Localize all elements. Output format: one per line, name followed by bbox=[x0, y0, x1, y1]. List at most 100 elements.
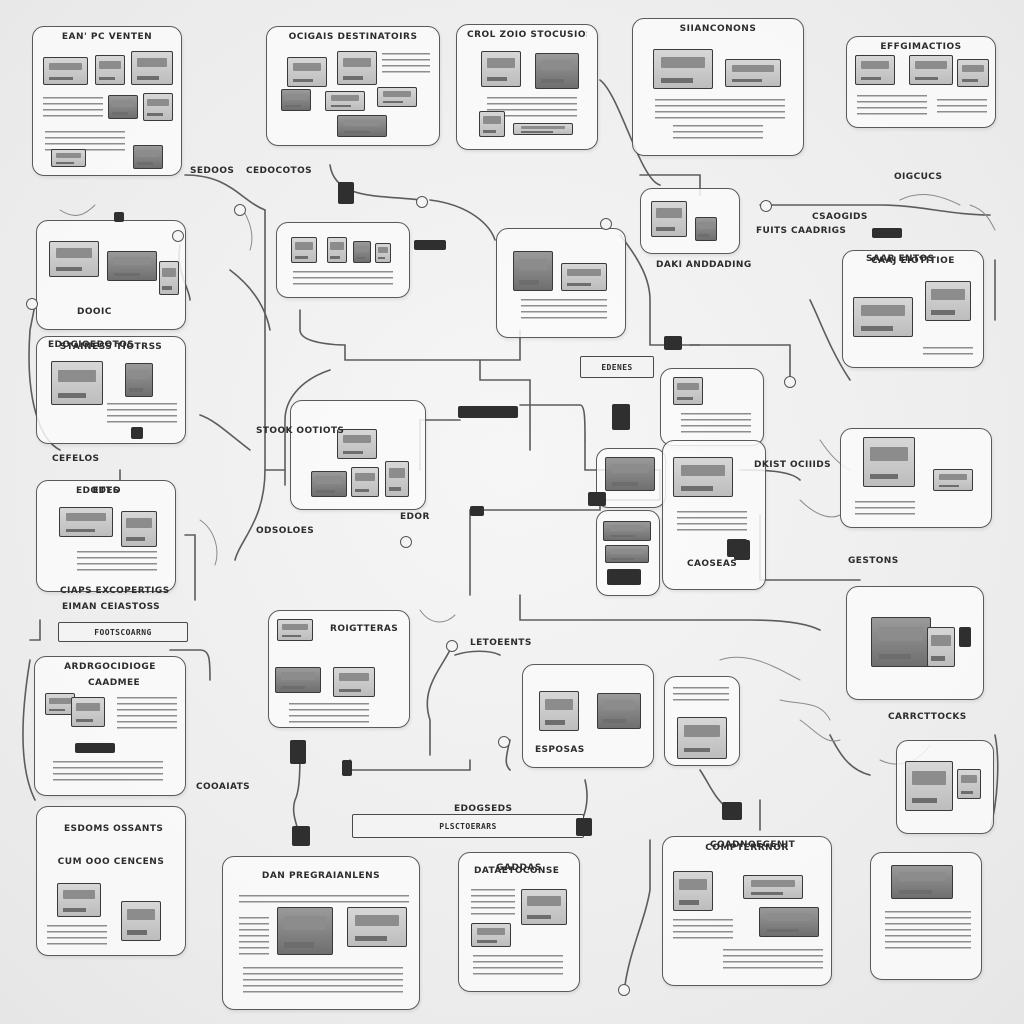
connector-node bbox=[600, 218, 612, 230]
screen-thumbnail bbox=[351, 467, 379, 497]
panel-center-2 bbox=[496, 228, 626, 338]
screen-thumbnail bbox=[108, 95, 138, 119]
label-bar: FOOTSCOARNG bbox=[58, 622, 188, 642]
panel-bottom-4: COMPTERRNOR bbox=[662, 836, 832, 986]
screen-thumbnail bbox=[673, 377, 703, 405]
screen-thumbnail bbox=[107, 251, 157, 281]
screen-thumbnail bbox=[909, 55, 953, 85]
panel-title: OCIGAIS DESTINATOIRS bbox=[288, 32, 418, 42]
panel-left-3: STAINESS TIOTRSS bbox=[36, 336, 186, 444]
text-lines bbox=[521, 299, 607, 323]
caption-label: EDODEO bbox=[76, 486, 121, 496]
connector-node bbox=[26, 298, 38, 310]
label-bar: PLSCTOERARS bbox=[352, 814, 584, 838]
caption-label: STOOK OOTIOTS bbox=[256, 426, 345, 436]
text-lines bbox=[885, 911, 971, 951]
screen-thumbnail bbox=[481, 51, 521, 87]
connector-node bbox=[784, 376, 796, 388]
panel-title: CUM OOO CENCENS bbox=[57, 857, 165, 867]
screen-thumbnail bbox=[695, 217, 717, 241]
screen-thumbnail bbox=[121, 511, 157, 547]
screen-thumbnail bbox=[653, 49, 713, 89]
panel-bottom-1: CUM OOO CENCENS bbox=[36, 806, 186, 956]
caption-label: CEDOCOTOS bbox=[246, 166, 313, 176]
connector-block bbox=[342, 760, 352, 776]
caption-label: GESTONS bbox=[848, 556, 899, 566]
connector-block bbox=[114, 212, 124, 222]
screen-thumbnail bbox=[605, 545, 649, 563]
bar-label: EDENES bbox=[601, 363, 633, 372]
caption-label: CAADMEE bbox=[88, 678, 141, 688]
text-lines bbox=[655, 99, 785, 119]
text-lines bbox=[937, 99, 987, 117]
caption-label: ESDOMS OSSANTS bbox=[64, 824, 164, 834]
connector-block bbox=[734, 540, 750, 560]
panel-center-10: ESPOSAS bbox=[522, 664, 654, 768]
panel-center-7: CAOSEAS bbox=[662, 440, 766, 590]
screen-thumbnail bbox=[513, 251, 553, 291]
screen-thumbnail bbox=[597, 693, 641, 729]
screen-thumbnail bbox=[673, 457, 733, 497]
screen-thumbnail bbox=[521, 889, 567, 925]
screen-thumbnail bbox=[121, 901, 161, 941]
screen-thumbnail bbox=[535, 53, 579, 89]
panel-title: SIIANCONONS bbox=[679, 24, 757, 34]
connector-node bbox=[446, 640, 458, 652]
caption-label: CIAPS EXCOPERTIGS bbox=[60, 586, 170, 596]
panel-top-3: CROL ZOIO STOCUSIOS bbox=[456, 24, 598, 150]
caption-label: EIMAN CEIASTOSS bbox=[62, 602, 160, 612]
panel-title: ARDRGOCIDIOGE bbox=[64, 662, 156, 672]
panel-center-9 bbox=[268, 610, 410, 728]
screen-thumbnail bbox=[71, 697, 105, 727]
connector-node bbox=[234, 204, 246, 216]
connector-block bbox=[959, 627, 971, 647]
panel-title: STAINESS TIOTRSS bbox=[59, 342, 163, 352]
screen-thumbnail bbox=[337, 115, 387, 137]
screen-thumbnail bbox=[933, 469, 973, 491]
connector-node bbox=[760, 200, 772, 212]
panel-top-left: EAN' PC VENTEN bbox=[32, 26, 182, 176]
caption-label: FUITS CAADRIGS bbox=[756, 226, 847, 236]
panel-top-2: OCIGAIS DESTINATOIRS bbox=[266, 26, 440, 146]
text-lines bbox=[382, 53, 430, 77]
panel-left-5: ARDRGOCIDIOGE bbox=[34, 656, 186, 796]
screen-thumbnail bbox=[513, 123, 573, 135]
text-lines bbox=[107, 403, 177, 423]
caption-label: SAAR ENTOS bbox=[866, 254, 935, 264]
panel-title: DAN PREGRAIANLENS bbox=[261, 871, 381, 881]
panel-title: ETTS bbox=[92, 486, 120, 496]
caption-label: DAKI ANDDADING bbox=[656, 260, 752, 270]
screen-thumbnail bbox=[333, 667, 375, 697]
screen-thumbnail bbox=[327, 237, 347, 263]
screen-thumbnail bbox=[143, 93, 173, 121]
caption-label: DKIST OCIIIDS bbox=[754, 460, 832, 470]
panel-title: EFFGIMACTIOS bbox=[880, 42, 962, 52]
screen-thumbnail bbox=[927, 627, 955, 667]
screen-thumbnail bbox=[45, 693, 75, 715]
panel-right-4 bbox=[846, 586, 984, 700]
panel-center-8 bbox=[596, 510, 660, 596]
screen-thumbnail bbox=[353, 241, 371, 263]
connector-node bbox=[498, 736, 510, 748]
text-lines bbox=[293, 271, 393, 287]
screen-thumbnail bbox=[957, 59, 989, 87]
screen-thumbnail bbox=[281, 89, 311, 111]
connector-block bbox=[131, 427, 143, 439]
screen-thumbnail bbox=[605, 457, 655, 491]
panel-title: EAN' PC VENTEN bbox=[61, 32, 153, 42]
screen-thumbnail bbox=[291, 237, 317, 263]
screen-thumbnail bbox=[853, 297, 913, 337]
text-lines bbox=[855, 501, 915, 519]
screen-thumbnail bbox=[125, 363, 153, 397]
caption-label: OIGCUCS bbox=[894, 172, 943, 182]
panel-top-4: SIIANCONONS bbox=[632, 18, 804, 156]
screen-thumbnail bbox=[131, 51, 173, 85]
caption-label: CARRCTTOCKS bbox=[888, 712, 967, 722]
panel-caption: CAOSEAS bbox=[687, 559, 738, 569]
text-lines bbox=[673, 125, 763, 143]
screen-thumbnail bbox=[539, 691, 579, 731]
text-lines bbox=[923, 347, 973, 359]
screen-thumbnail bbox=[855, 55, 895, 85]
text-lines bbox=[117, 697, 177, 731]
panel-center-1 bbox=[276, 222, 410, 298]
